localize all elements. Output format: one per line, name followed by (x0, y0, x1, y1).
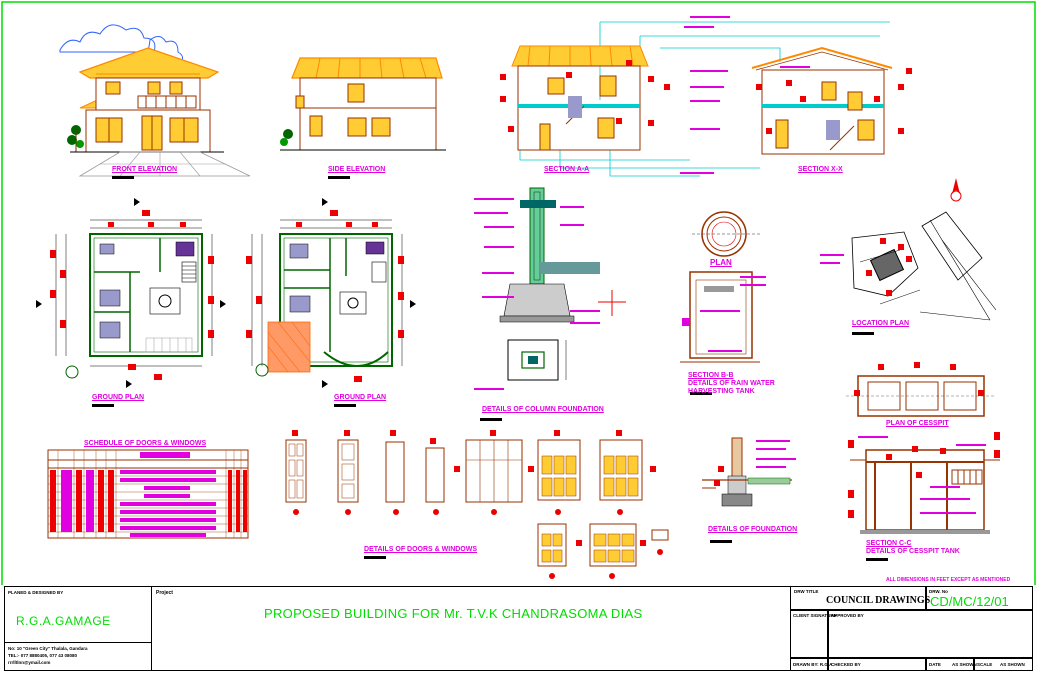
sheet-value: AS SHOWN (952, 662, 977, 667)
drawn-cell (790, 658, 828, 671)
designer-name: R.G.A.GAMAGE (16, 614, 111, 628)
magenta-leaders-top (680, 16, 810, 174)
label-column-foundation: DETAILS OF COLUMN FOUNDATION (482, 406, 604, 413)
drawing-area (1, 1, 1036, 585)
client-cell (790, 610, 828, 658)
drw-title-label: DRW TITLE (794, 589, 819, 594)
ground-plan-1 (55, 219, 213, 379)
drw-no-cell (926, 586, 1033, 610)
label-tank-details-2: HARVESTING TANK (688, 388, 755, 395)
label-section-cc: SECTION C-C (866, 540, 912, 547)
label-front-elevation: FRONT ELEVATION (112, 166, 178, 173)
front-elevation (59, 24, 251, 177)
drawn-by: DRAWN BY: R.G.A. (793, 662, 834, 667)
address-panel (4, 642, 152, 671)
label-section-aa: SECTION A-A (544, 166, 590, 173)
label-tank-details-1: DETAILS OF RAIN WATER (688, 380, 775, 387)
scale-value: AS SHOWN (1000, 662, 1025, 667)
cesspit-plan (846, 375, 996, 417)
label-section-xx: SECTION X-X (798, 166, 843, 173)
client-label: CLIENT SIGNATURE (793, 613, 837, 618)
north-point-plan-2 (255, 363, 269, 377)
label-tank-plan: PLAN (710, 258, 732, 267)
approved-cell (828, 610, 1033, 658)
project-title: PROPOSED BUILDING FOR Mr. T.V.K CHANDRAS… (264, 606, 643, 621)
label-cesspit-plan: PLAN OF CESSPIT (886, 420, 949, 427)
schedule-table (47, 449, 249, 539)
side-upper-wall (299, 77, 437, 109)
porch-tiles (145, 337, 193, 353)
drw-no: CD/MC/12/01 (930, 594, 1009, 609)
checked-by: CHECKED BY (831, 662, 861, 667)
door-markers (292, 430, 663, 579)
markers-section-cc (848, 432, 1000, 518)
label-location-plan: LOCATION PLAN (852, 320, 910, 327)
sheet-border (1, 1, 1036, 585)
markers-cesspit (854, 362, 984, 396)
rain-water-tank (680, 211, 760, 363)
markers-location (866, 238, 912, 296)
label-foundation: DETAILS OF FOUNDATION (708, 526, 798, 533)
location-plan (851, 178, 997, 321)
drw-title: COUNCIL DRAWINGS (826, 595, 931, 606)
upper-roof (78, 47, 220, 79)
label-schedule: SCHEDULE OF DOORS & WINDOWS (84, 440, 207, 447)
section-arrows (36, 198, 416, 388)
side-lower-wall (299, 107, 437, 151)
drw-title-cell (790, 586, 926, 610)
side-roof (291, 57, 443, 79)
address-line-1: No: 10 "Green City" Thalala, Gandara (8, 646, 88, 651)
label-doors-windows: DETAILS OF DOORS & WINDOWS (364, 546, 478, 553)
address-line-2: TEL:- 077 8880405, 077 43 08080 (8, 653, 78, 658)
label-cesspit-details: DETAILS OF CESSPIT TANK (866, 548, 960, 555)
paving (78, 151, 251, 177)
side-elevation (280, 57, 446, 151)
doors-windows (285, 439, 669, 567)
dimension-markers-top (500, 60, 912, 134)
label-ground-plan-1: GROUND PLAN (92, 394, 145, 401)
column-foundation (499, 187, 626, 381)
ground-plan-2 (251, 219, 403, 377)
section-xx (751, 46, 893, 155)
north-symbol-icon (950, 190, 962, 202)
balcony-rail (137, 95, 197, 109)
designed-by-label: PLANED & DESIGNED BY (8, 590, 64, 595)
bay-curve (323, 351, 389, 367)
car-porch (267, 321, 311, 373)
scale-label: SCALE (977, 662, 993, 667)
project-label: Project (156, 590, 173, 596)
approved-label: APPROVED BY (831, 613, 864, 618)
scale-cell (974, 658, 1033, 671)
magenta-leaders-tank (682, 276, 766, 352)
label-tank-section: SECTION B-B (688, 372, 734, 379)
section-xx-roof (751, 46, 893, 69)
date-label: DATE (929, 662, 941, 667)
foundation-detail (702, 437, 792, 507)
dimension-markers-plans (50, 210, 404, 382)
date-cell (926, 658, 974, 671)
drw-no-label: DRW. No (929, 589, 948, 594)
email: rrrlltlnn@ymail.com (8, 660, 51, 665)
dimensions-note: ALL DIMENSIONS IN FEET EXCEPT AS MENTION… (886, 577, 1011, 583)
north-point-plan-1 (65, 365, 79, 379)
label-ground-plan-2: GROUND PLAN (334, 394, 387, 401)
section-cc (850, 449, 1000, 534)
checked-cell (828, 658, 926, 671)
label-side-elevation: SIDE ELEVATION (328, 166, 386, 173)
cloud-outline (59, 24, 156, 53)
section-aa (511, 21, 890, 177)
magenta-leaders-mid (474, 198, 600, 390)
